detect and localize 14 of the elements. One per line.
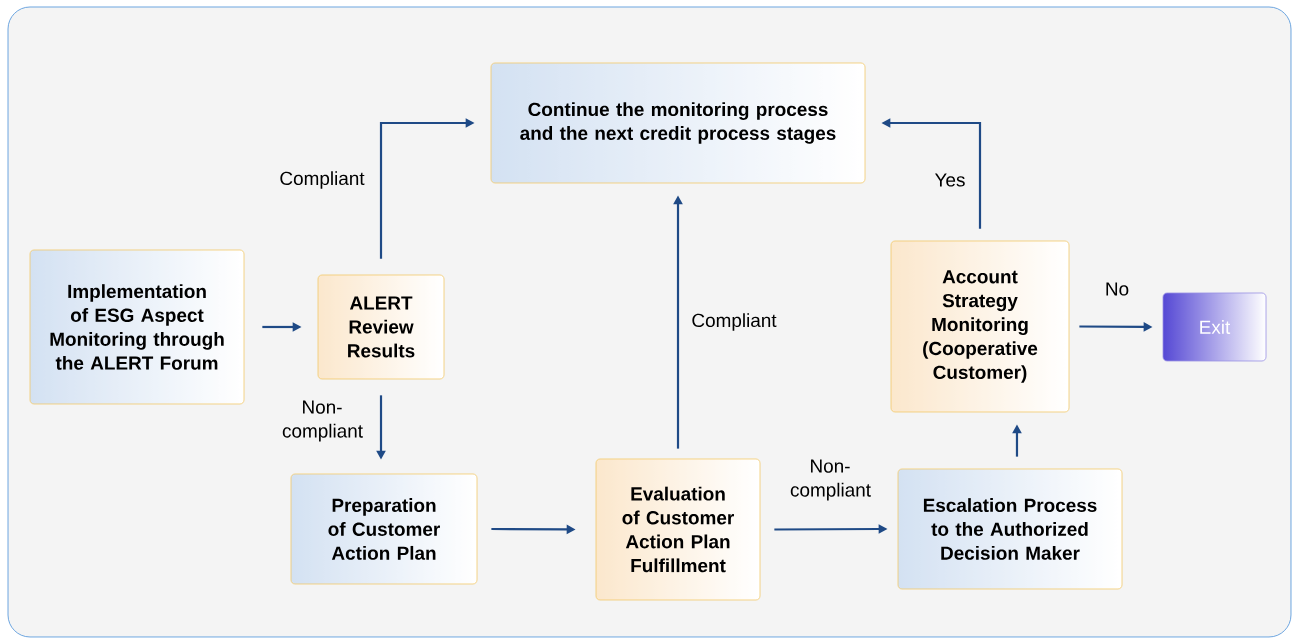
process-box: ALERT Review Results <box>317 274 445 380</box>
process-box: Account Strategy Monitoring (Cooperative Customer) <box>890 240 1070 413</box>
edge-label: Yes <box>933 172 967 188</box>
edge-label: No <box>1103 281 1131 297</box>
exit-box: Exit <box>1162 292 1267 362</box>
process-box: Implementation of ESG Aspect Monitoring through the ALERT Forum <box>29 249 245 405</box>
edge-label: Non-compliant <box>789 458 871 502</box>
process-box: Preparation of Customer Action Plan <box>290 473 478 585</box>
process-box: Continue the monitoring process and the next credit process stages <box>490 62 866 184</box>
edge-label: Compliant <box>690 312 778 332</box>
edge-label: Non-compliant <box>281 399 363 443</box>
process-box: Evaluation of Customer Action Plan Fulfillment <box>595 458 761 601</box>
process-box: Escalation Process to the Authorized Decision Maker <box>897 468 1123 590</box>
edge-label: Compliant <box>278 170 366 190</box>
